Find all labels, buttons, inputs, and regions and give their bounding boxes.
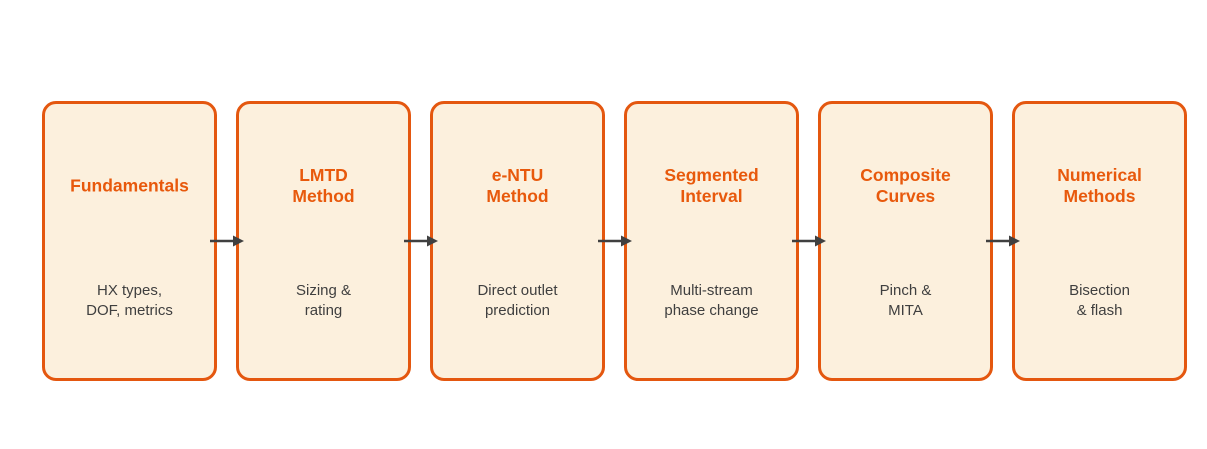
flow-step-description: Sizing & rating — [295, 282, 352, 319]
flow-step-box: Composite Curves Pinch & MITA — [818, 101, 993, 381]
flow-step-title: Segmented Interval — [664, 165, 759, 206]
flow-step-box: e-NTU Method Direct outlet prediction — [430, 101, 605, 381]
flow-connector — [597, 234, 632, 248]
arrow-right-icon — [209, 235, 244, 247]
process-flow-diagram: Fundamentals HX types, DOF, metrics LMTD… — [42, 101, 1187, 381]
arrow-right-icon — [403, 235, 438, 247]
flow-step-box: Numerical Methods Bisection & flash — [1012, 101, 1187, 381]
flow-step-title: Composite Curves — [860, 165, 951, 206]
arrow-right-icon — [791, 235, 826, 247]
flow-step-title: LMTD Method — [292, 165, 355, 206]
flow-step-box: Fundamentals HX types, DOF, metrics — [42, 101, 217, 381]
flow-step-title: Fundamentals — [70, 175, 189, 196]
flow-connector — [209, 234, 244, 248]
flow-connector — [403, 234, 438, 248]
flow-step-box: Segmented Interval Multi-stream phase ch… — [624, 101, 799, 381]
flow-step-title: e-NTU Method — [486, 165, 549, 206]
flow-step-description: Multi-stream phase change — [664, 282, 759, 319]
flow-step-description: HX types, DOF, metrics — [86, 282, 173, 319]
flow-step-description: Pinch & MITA — [879, 282, 932, 319]
flow-connector — [985, 234, 1020, 248]
arrow-right-icon — [597, 235, 632, 247]
flow-step-description: Direct outlet prediction — [477, 282, 558, 319]
flow-step-description: Bisection & flash — [1069, 282, 1130, 319]
flow-connector — [791, 234, 826, 248]
flow-step-box: LMTD Method Sizing & rating — [236, 101, 411, 381]
flow-step-title: Numerical Methods — [1057, 165, 1142, 206]
arrow-right-icon — [985, 235, 1020, 247]
